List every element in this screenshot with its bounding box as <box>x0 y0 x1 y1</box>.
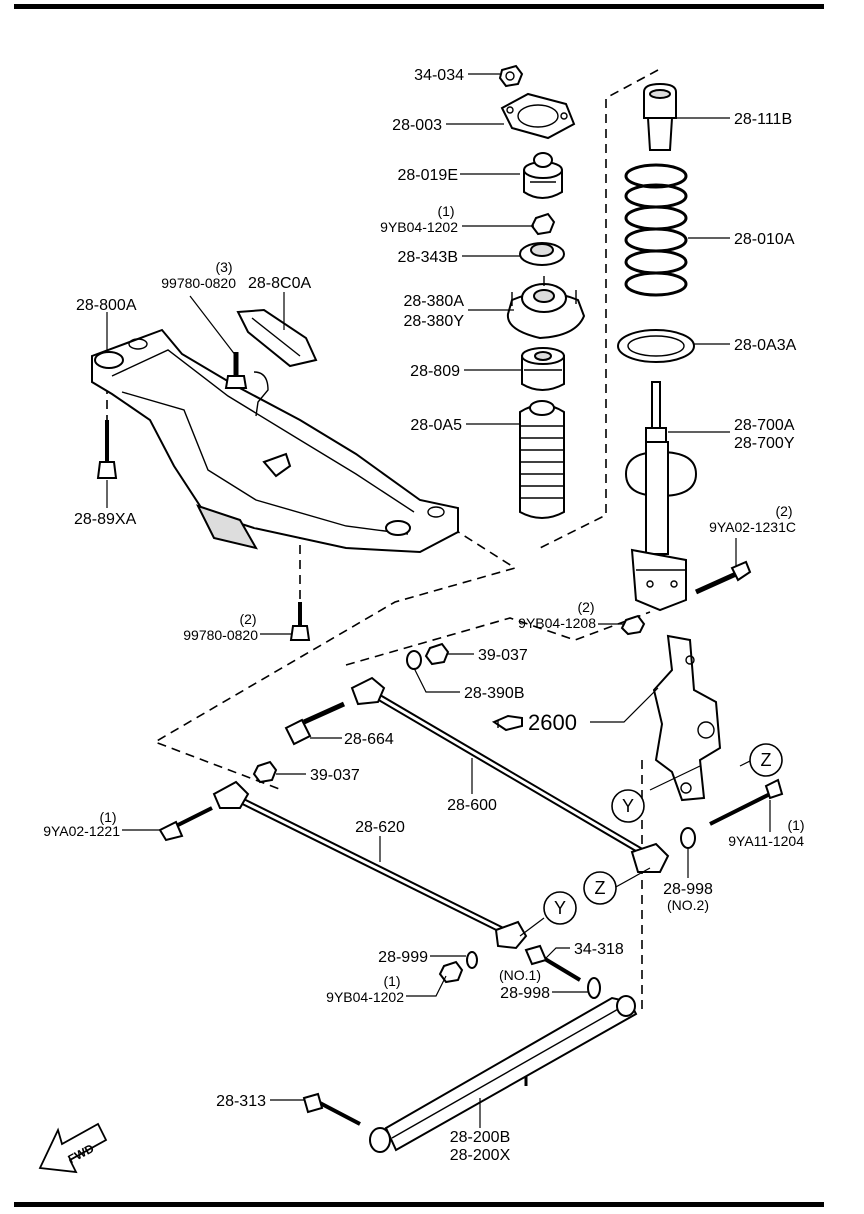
label-28-998-no2: 28-998 <box>663 881 713 898</box>
bottom-rule <box>14 1202 824 1207</box>
label-28-003: 28-003 <box>392 117 442 134</box>
label-99780-0820-top-qty: (3) <box>215 259 232 275</box>
part-28-010A-coil-spring <box>624 163 688 297</box>
label-28-010A: 28-010A <box>734 231 795 248</box>
label-28-343B: 28-343B <box>398 249 459 266</box>
part-28-664-bolt <box>284 701 346 746</box>
part-39-037-nut-a <box>424 642 450 666</box>
ref-circle-y-upper: Y <box>611 789 645 823</box>
label-28-019E: 28-019E <box>398 167 459 184</box>
part-28-998-no1-washer <box>587 977 601 999</box>
label-28-380A: 28-380A <box>404 293 465 310</box>
label-9YB04-1202-bottom-qty: (1) <box>383 973 400 989</box>
part-28-390B-washer <box>406 650 422 670</box>
part-28-380A-strut-mount <box>506 276 586 340</box>
label-9YB04-1202-top-qty: (1) <box>437 203 454 219</box>
label-39-037-b: 39-037 <box>310 767 360 784</box>
label-9YB04-1202-top: 9YB04-1202 <box>380 219 458 235</box>
part-9YB04-1208-nut <box>620 614 646 636</box>
label-9YA02-1221-qty: (1) <box>99 809 116 825</box>
part-28-800A-crossmember <box>91 328 459 554</box>
label-28-313: 28-313 <box>216 1093 266 1110</box>
part-34-034-nut <box>498 64 524 88</box>
top-rule <box>14 4 824 9</box>
part-9YA02-1221-bolt <box>158 806 213 842</box>
part-28-313-bolt <box>302 1092 361 1126</box>
part-28-343B-seat <box>519 242 565 266</box>
part-34-318-bolt <box>524 944 582 982</box>
label-28-800A: 28-800A <box>76 297 137 314</box>
label-9YA02-1221: 9YA02-1221 <box>43 823 120 839</box>
part-28-0A3A-spring-seat <box>617 329 695 363</box>
ref-circle-z-upper: Z <box>749 743 783 777</box>
label-28-620: 28-620 <box>355 819 405 836</box>
label-2600: 2600 <box>528 710 577 735</box>
svg-text:Z: Z <box>595 878 606 898</box>
label-28-8C0A: 28-8C0A <box>248 275 311 292</box>
label-9YA11-1204: 9YA11-1204 <box>728 833 804 849</box>
part-28-600-lateral-link <box>350 676 670 873</box>
part-99780-0820-bolt-bottom <box>289 602 311 641</box>
ref-circle-y-lower: Y <box>543 891 577 925</box>
part-28-700A-shock-absorber <box>624 381 698 612</box>
svg-text:Y: Y <box>622 796 634 816</box>
part-28-999-washer <box>466 951 478 969</box>
label-99780-0820-top: 99780-0820 <box>161 275 236 291</box>
part-28-620-lateral-link <box>212 780 528 950</box>
pointing-hand-icon <box>491 714 523 732</box>
svg-text:Y: Y <box>554 898 566 918</box>
part-28-019E-bushing <box>523 152 563 199</box>
part-2600-knuckle <box>652 634 722 802</box>
part-28-998-no2-washer <box>680 827 696 849</box>
part-28-003-plate <box>500 92 576 140</box>
svg-text:Z: Z <box>761 750 772 770</box>
part-28-0A5-dust-boot <box>519 400 565 519</box>
part-28-809-stopper <box>521 347 565 391</box>
label-28-700A: 28-700A <box>734 417 795 434</box>
part-9YA11-1204-bolt <box>709 778 784 826</box>
label-28-390B: 28-390B <box>464 685 525 702</box>
reference-markers: Z Y Z Y <box>543 743 783 925</box>
label-28-998-no1-note: (NO.1) <box>499 967 541 983</box>
part-39-037-nut-b <box>252 760 278 784</box>
part-labels: 34-034 28-003 28-019E (1) 9YB04-1202 28-… <box>43 67 804 1164</box>
label-28-200X: 28-200X <box>450 1147 511 1164</box>
part-28-200B-trailing-link <box>369 995 638 1153</box>
label-9YB04-1202-bottom: 9YB04-1202 <box>326 989 404 1005</box>
leader-lines <box>106 73 771 1128</box>
part-9YA02-1231C-bolt <box>694 560 752 595</box>
label-9YB04-1208-qty: (2) <box>577 599 594 615</box>
part-28-111B-bumper <box>643 82 677 151</box>
label-28-89XA: 28-89XA <box>74 511 137 528</box>
ref-circle-z-lower: Z <box>583 871 617 905</box>
label-9YA11-1204-qty: (1) <box>787 817 804 833</box>
label-28-600: 28-600 <box>447 797 497 814</box>
part-9YB04-1202-nut <box>530 212 556 236</box>
label-28-700Y: 28-700Y <box>734 435 795 452</box>
label-28-999: 28-999 <box>378 949 428 966</box>
part-28-8C0A-bracket <box>236 308 318 368</box>
part-9YB04-1202-nut-bottom <box>438 960 464 984</box>
fwd-arrow-icon: FWD <box>38 1122 108 1174</box>
part-28-89XA-stud <box>96 420 118 479</box>
label-28-998-no1: 28-998 <box>500 985 550 1002</box>
label-34-034: 34-034 <box>414 67 464 84</box>
label-99780-0820-bottom-qty: (2) <box>239 611 256 627</box>
label-39-037-a: 39-037 <box>478 647 528 664</box>
label-9YB04-1208: 9YB04-1208 <box>518 615 596 631</box>
label-28-664: 28-664 <box>344 731 394 748</box>
label-28-200B: 28-200B <box>450 1129 511 1146</box>
label-28-998-no2-note: (NO.2) <box>667 897 709 913</box>
label-9YA02-1231C-qty: (2) <box>775 503 792 519</box>
label-28-380Y: 28-380Y <box>404 313 465 330</box>
label-28-0A3A: 28-0A3A <box>734 337 797 354</box>
label-28-111B: 28-111B <box>734 111 792 128</box>
label-28-809: 28-809 <box>410 363 460 380</box>
label-28-0A5: 28-0A5 <box>410 417 462 434</box>
label-99780-0820-bottom: 99780-0820 <box>183 627 258 643</box>
label-9YA02-1231C: 9YA02-1231C <box>709 519 796 535</box>
label-34-318: 34-318 <box>574 941 624 958</box>
